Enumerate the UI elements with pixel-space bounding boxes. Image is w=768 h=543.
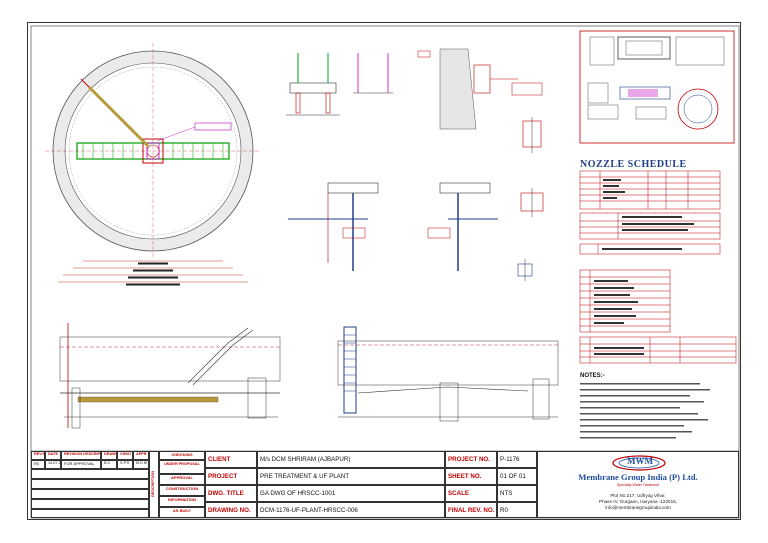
status-side-label: DESCRIPTION xyxy=(149,451,159,518)
empty-revision-row xyxy=(31,509,149,518)
project-no-value: P-1176 xyxy=(497,451,537,468)
status-information: INFORMATION xyxy=(159,496,205,507)
drawn-cell: B.C xyxy=(101,460,117,469)
company-logo-text: MWM xyxy=(627,456,653,466)
client-label: CLIENT xyxy=(205,451,257,468)
revision-description-cell: FOR APPROVAL xyxy=(61,460,101,469)
empty-revision-row xyxy=(31,479,149,489)
project-no-label: PROJECT NO. xyxy=(445,451,497,468)
elevation-section-left xyxy=(59,323,281,429)
revision-description-header: REVISION DESCRIPTION xyxy=(61,451,101,460)
checking-label: CHECKING xyxy=(159,451,205,460)
elevation-section-middle xyxy=(337,326,559,422)
client-value: M/s DCM SHRIRAM (AJBAPUR) xyxy=(257,451,445,468)
company-logo-icon xyxy=(612,455,666,471)
empty-revision-row xyxy=(31,469,149,479)
title-block: REV.NO. DATE REVISION DESCRIPTION DRAWN … xyxy=(31,451,739,518)
final-rev-label: FINAL REV. NO. xyxy=(445,502,497,518)
engineering-drawing-canvas xyxy=(30,25,740,519)
drawing-no-value: DCM-1176-UF-PLANT-HRSCC-006 xyxy=(257,502,445,518)
company-block xyxy=(537,451,739,518)
dwg-title-label: DWG. TITLE xyxy=(205,485,257,502)
drawn-header: DRAWN xyxy=(101,451,117,460)
small-details-right xyxy=(517,188,544,281)
final-rev-value: R0 xyxy=(497,502,537,518)
status-approval: APPROVAL xyxy=(159,474,205,485)
chkd-header: CHKD xyxy=(117,451,133,460)
scale-label: SCALE xyxy=(445,485,497,502)
scale-value: NTS xyxy=(497,485,537,502)
date-header: DATE xyxy=(45,451,61,460)
notes-title: NOTES:- xyxy=(580,373,605,379)
drawing-sheet: NOZZLE SCHEDULE NOTES:- REV.NO. DATE REV… xyxy=(27,22,741,520)
dwg-title-value: GA DWG OF HRSCC-1001 xyxy=(257,485,445,502)
rev-no-cell: R0 xyxy=(31,460,45,469)
drawing-no-label: DRAWING NO. xyxy=(205,502,257,518)
company-email: info@membranegroupindia.com xyxy=(605,505,671,510)
notes-lines xyxy=(580,383,710,439)
chkd-cell: S.P.S xyxy=(117,460,133,469)
section-details-top xyxy=(286,48,543,153)
empty-revision-row xyxy=(31,499,149,509)
rev-no-header: REV.NO. xyxy=(31,451,45,460)
sheet-no-label: SHEET NO. xyxy=(445,468,497,485)
status-construction: CONSTRUCTION xyxy=(159,485,205,496)
company-tagline: Specialty Water Treatment xyxy=(616,483,660,487)
company-name: Membrane Group India (P) Ltd. xyxy=(578,472,698,482)
empty-revision-row xyxy=(31,489,149,499)
appr-header: APPR xyxy=(133,451,149,460)
status-as-built: AS BUILT xyxy=(159,507,205,518)
appr-cell: M.K.M xyxy=(133,460,149,469)
status-under-proposal: UNDER PROPOSAL xyxy=(159,460,205,474)
project-value: PRE TREATMENT & UF PLANT xyxy=(257,468,445,485)
nozzle-schedule-table xyxy=(579,170,737,364)
company-address-2: Phase IV, Gurgaon, Haryana -122015, xyxy=(599,499,677,504)
section-details-middle xyxy=(288,182,498,271)
company-address-1: Plot No.217, Udhyog Vihar, xyxy=(610,493,666,498)
date-cell: 14.07.24 xyxy=(45,460,61,469)
nozzle-schedule-title: NOZZLE SCHEDULE xyxy=(580,159,687,170)
sheet-no-value: 01 OF 01 xyxy=(497,468,537,485)
project-label: PROJECT xyxy=(205,468,257,485)
key-plan xyxy=(579,30,735,144)
plan-view xyxy=(45,43,261,259)
